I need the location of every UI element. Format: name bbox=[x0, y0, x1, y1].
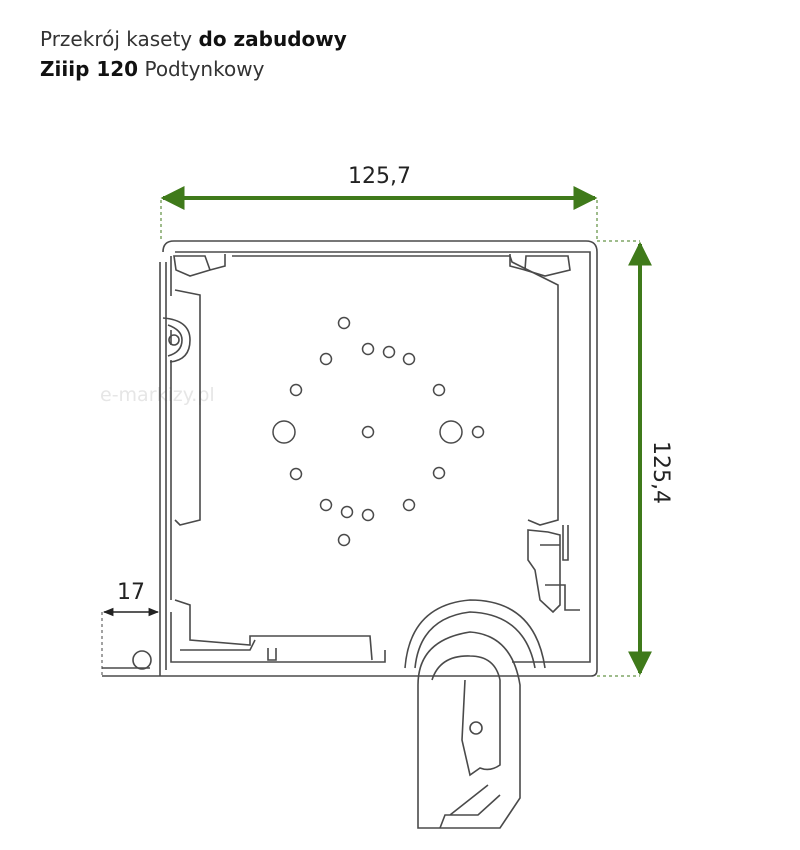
mounting-hole bbox=[289, 383, 303, 397]
outlet-channel bbox=[417, 631, 521, 829]
mounting-hole bbox=[471, 425, 485, 439]
mounting-hole-large bbox=[439, 420, 463, 444]
title-line-2: Ziiip 120 Podtynkowy bbox=[40, 54, 347, 84]
mounting-hole bbox=[319, 352, 333, 366]
mounting-hole bbox=[337, 316, 351, 330]
watermark-text: e-markizy.pl bbox=[100, 384, 215, 406]
outlet-flap bbox=[439, 784, 501, 829]
mounting-hole bbox=[382, 345, 396, 359]
housing-left-column bbox=[159, 262, 167, 676]
mounting-hole bbox=[340, 505, 354, 519]
title-bold-2: Ziiip 120 bbox=[40, 57, 139, 81]
mounting-hole bbox=[337, 533, 351, 547]
mounting-hole-large bbox=[272, 420, 296, 444]
bottom-left-hook bbox=[132, 650, 152, 670]
title-line-1: Przekrój kasety do zabudowy bbox=[40, 24, 347, 54]
title-regular-1: Przekrój kasety bbox=[40, 27, 199, 51]
height-dimension-label: 125,4 bbox=[648, 441, 673, 504]
left-hinge-profile bbox=[162, 317, 191, 363]
cassette-housing bbox=[102, 240, 598, 829]
outlet-housing-bracket bbox=[404, 599, 546, 669]
mounting-hole bbox=[319, 498, 333, 512]
small-tab-a bbox=[267, 648, 277, 661]
width-dimension-label: 125,7 bbox=[348, 164, 411, 189]
mounting-hole bbox=[361, 508, 375, 522]
top-left-clip bbox=[173, 254, 226, 277]
watermark-logo: e-markizy.pl bbox=[100, 384, 215, 406]
mounting-hole bbox=[432, 383, 446, 397]
diagram-title: Przekrój kasety do zabudowy Ziiip 120 Po… bbox=[40, 24, 347, 84]
mounting-hole-pattern bbox=[272, 316, 485, 547]
offset-dimension-label: 17 bbox=[117, 580, 145, 605]
outlet-channel-inner bbox=[431, 655, 501, 777]
inner-liner bbox=[174, 255, 559, 661]
housing-outer-wall bbox=[160, 240, 598, 677]
housing-inner-wall bbox=[170, 251, 591, 663]
mounting-hole bbox=[289, 467, 303, 481]
left-hinge-hole bbox=[168, 334, 180, 346]
outlet-screw-hole bbox=[469, 721, 483, 735]
mounting-hole bbox=[432, 466, 446, 480]
mounting-hole bbox=[402, 498, 416, 512]
mounting-hole bbox=[402, 352, 416, 366]
title-regular-2: Podtynkowy bbox=[138, 57, 265, 81]
mounting-hole bbox=[361, 342, 375, 356]
title-bold-1: do zabudowy bbox=[198, 27, 347, 51]
small-tab-b bbox=[562, 525, 569, 561]
mounting-hole bbox=[361, 425, 375, 439]
bottom-left-profile bbox=[102, 667, 160, 677]
right-latch-profile bbox=[527, 529, 580, 614]
